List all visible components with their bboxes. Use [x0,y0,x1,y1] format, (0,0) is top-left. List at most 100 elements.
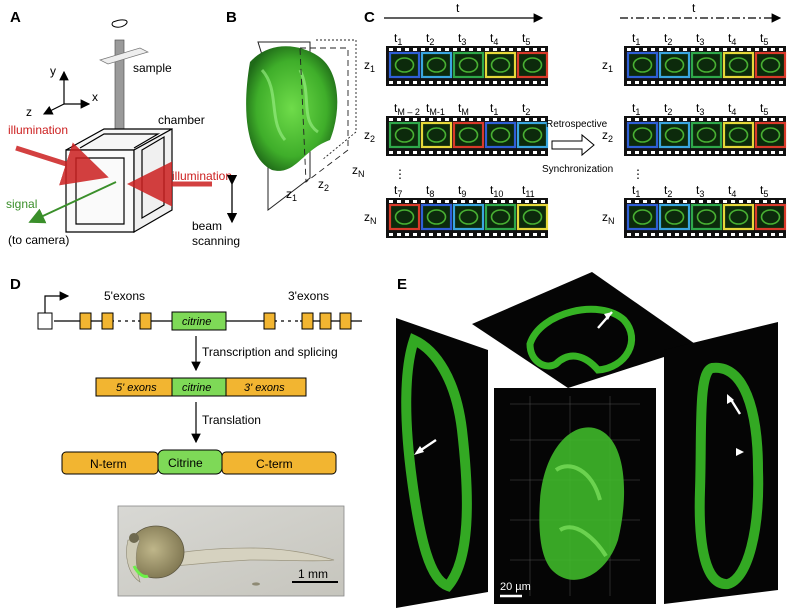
time-tick-label: t1 [394,31,402,47]
time-tick-label: t1 [490,101,498,117]
retrospective-label: Retrospective [546,119,608,130]
time-tick-label: tM-1 [426,101,445,117]
translation-label: Translation [202,413,261,427]
time-tick-label: t5 [760,31,768,47]
slice-plane-n [316,39,357,161]
slice-center-3d: 20 µm [494,388,656,604]
signal-label: signal [6,197,37,211]
transcription-label: Transcription and splicing [202,345,338,359]
film-frame [484,121,517,149]
film-frame [484,51,517,79]
protein: N-term Citrine C-term [61,449,337,475]
film-frame [754,121,787,149]
time-tick-label: t10 [490,183,503,199]
time-tick-label: t4 [728,101,736,117]
tissue-texture [260,68,319,141]
z-label: z2 [602,128,613,144]
z1-label: z1 [286,187,297,203]
time-tick-label: t5 [760,183,768,199]
time-tick-label: t8 [426,183,434,199]
citrine-exon [171,311,227,331]
time-label-right: t [692,1,696,15]
time-tick-label: t1 [632,183,640,199]
film-frame [388,121,421,149]
film-frame [754,51,787,79]
slice-right [664,322,778,604]
panel-b: B z1 z2 zN [226,9,365,212]
ellipsis-left: ⋮ [394,167,406,181]
film-frame [690,51,723,79]
film-frame [658,51,691,79]
panel-d: D 5'exons 3'exons citrine Transcription … [10,276,362,597]
translation-stage-icon [99,47,149,65]
scanning-label: scanning [192,234,240,248]
time-tick-label: t3 [458,31,466,47]
illumination-label-left: illumination [8,123,68,137]
signal-arrow [28,181,117,224]
time-tick-label: t4 [490,31,498,47]
film-frame [452,203,485,231]
time-tick-label: t5 [760,101,768,117]
panel-e: E 20 µm [396,272,778,608]
axes-glyph: y x z [26,64,98,119]
n-term-label: N-term [90,457,127,471]
synchronization-label: Synchronization [542,164,613,175]
time-tick-label: t7 [394,183,402,199]
beam-label: beam [192,219,222,233]
mrna: 5' exons citrine 3' exons [95,377,307,397]
film-frame [690,203,723,231]
time-tick-label: t3 [696,31,704,47]
chamber-label: chamber [158,113,205,127]
film-frame [626,51,659,79]
promoter-arrow-icon [44,291,70,313]
time-tick-label: t2 [664,31,672,47]
slice-plane-2 [299,47,349,183]
time-tick-label: t9 [458,183,466,199]
citrine-protein-label: Citrine [168,456,203,470]
time-tick-label: t2 [664,183,672,199]
chamber-cube [65,127,173,234]
sync-arrow [551,133,595,157]
exons3-label: 3'exons [288,289,329,303]
zn-label: zN [352,163,365,179]
mrna-5-label: 5' exons [116,382,157,394]
illumination-label-right: illumination [172,169,232,183]
film-frame [516,121,549,149]
scale-label-20um: 20 µm [500,581,531,593]
panel-label-c: C [364,9,375,26]
z-label: zN [602,210,615,226]
time-label-left: t [456,1,460,15]
z-label: z1 [364,58,375,74]
c-term-label: C-term [256,457,293,471]
panel-label-d: D [10,276,21,293]
film-frame [388,51,421,79]
exon-boxes [79,312,352,330]
z-label: z2 [364,128,375,144]
z-label: z1 [602,58,613,74]
rotation-icon [111,19,128,28]
embryo-photo: 1 mm [117,505,345,597]
film-frame [420,51,453,79]
time-tick-label: tM [458,101,469,117]
film-frame [658,203,691,231]
time-tick-label: t1 [632,31,640,47]
arrowhead-marker [736,448,744,456]
panel-c: C t t t1 t2 t3 t4 t5 z1 tM – 2 tM-1 tM t1 t2 z2 t7 t8… [364,1,787,238]
time-tick-label: tM – 2 [394,101,420,117]
film-frame [484,203,517,231]
slice-left [396,318,488,608]
to-camera-label: (to camera) [8,233,69,247]
film-frame [690,121,723,149]
panel-label-b: B [226,9,237,26]
film-frame [722,51,755,79]
ellipsis-right: ⋮ [632,167,644,181]
time-tick-label: t3 [696,101,704,117]
time-tick-label: t11 [522,183,535,199]
axis-z-label: z [26,105,32,119]
time-tick-label: t4 [728,183,736,199]
